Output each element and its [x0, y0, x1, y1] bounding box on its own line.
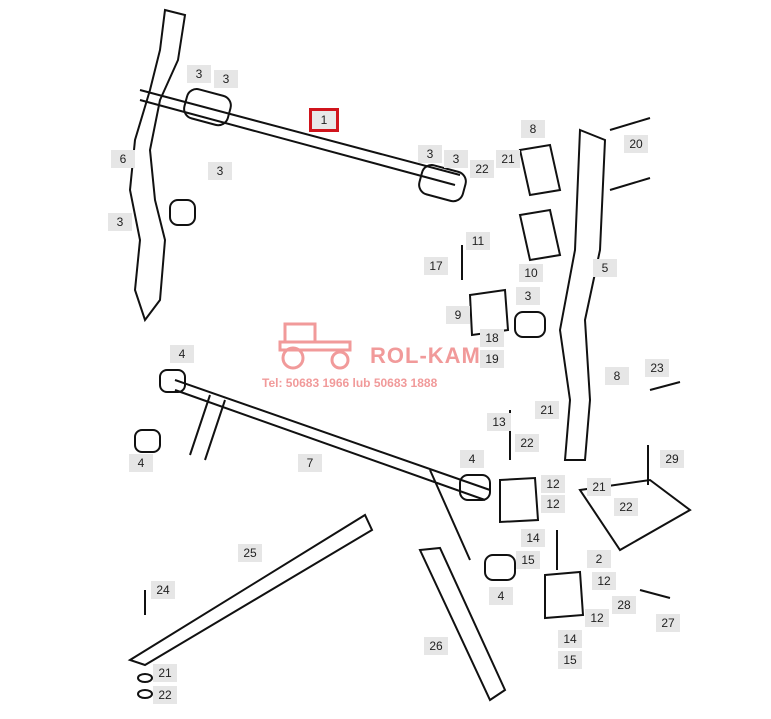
callout-part-22[interactable]: 22 [614, 498, 638, 516]
callout-part-22[interactable]: 22 [515, 434, 539, 452]
support-bar-part [418, 546, 507, 702]
callout-part-24[interactable]: 24 [151, 581, 175, 599]
bracket-part [578, 478, 692, 552]
callout-part-8[interactable]: 8 [605, 367, 629, 385]
callout-part-6[interactable]: 6 [111, 150, 135, 168]
callout-part-15[interactable]: 15 [558, 651, 582, 669]
callout-part-12[interactable]: 12 [585, 609, 609, 627]
bushing-part [134, 429, 161, 453]
callout-part-26[interactable]: 26 [424, 637, 448, 655]
callout-part-23[interactable]: 23 [645, 359, 669, 377]
clamp-lower-part [518, 208, 562, 262]
callout-part-21[interactable]: 21 [496, 150, 520, 168]
callout-part-28[interactable]: 28 [612, 596, 636, 614]
callout-part-4[interactable]: 4 [489, 587, 513, 605]
nut-part [137, 689, 153, 699]
callout-part-12[interactable]: 12 [541, 475, 565, 493]
nut-part [137, 673, 153, 683]
callout-part-4[interactable]: 4 [170, 345, 194, 363]
callout-part-3[interactable]: 3 [208, 162, 232, 180]
bushing-part [418, 164, 467, 203]
bolt-part [509, 381, 681, 599]
callout-part-12[interactable]: 12 [541, 495, 565, 513]
callout-part-3[interactable]: 3 [418, 145, 442, 163]
clamp-part [499, 476, 585, 620]
callout-part-10[interactable]: 10 [519, 264, 543, 282]
watermark-brand: ROL-KAM [370, 343, 481, 368]
callout-part-1[interactable]: 1 [309, 108, 339, 132]
lower-bar-part [174, 379, 491, 561]
callout-part-17[interactable]: 17 [424, 257, 448, 275]
support-bar-part [127, 513, 374, 667]
callout-part-27[interactable]: 27 [656, 614, 680, 632]
callout-part-22[interactable]: 22 [153, 686, 177, 704]
callout-part-9[interactable]: 9 [446, 306, 470, 324]
callout-part-18[interactable]: 18 [480, 329, 504, 347]
right-arm-part [558, 128, 607, 461]
bushing-part [169, 199, 196, 226]
left-arm-part [128, 8, 187, 323]
callout-part-3[interactable]: 3 [516, 287, 540, 305]
clamp-upper-part [518, 143, 562, 197]
callout-part-5[interactable]: 5 [593, 259, 617, 277]
callout-part-22[interactable]: 22 [470, 160, 494, 178]
callout-part-12[interactable]: 12 [592, 572, 616, 590]
callout-part-21[interactable]: 21 [535, 401, 559, 419]
callout-part-3[interactable]: 3 [108, 213, 132, 231]
callout-part-7[interactable]: 7 [298, 454, 322, 472]
callout-part-25[interactable]: 25 [238, 544, 262, 562]
callout-part-19[interactable]: 19 [480, 350, 504, 368]
callout-part-13[interactable]: 13 [487, 413, 511, 431]
callout-part-14[interactable]: 14 [558, 630, 582, 648]
callout-part-29[interactable]: 29 [660, 450, 684, 468]
callout-part-21[interactable]: 21 [153, 664, 177, 682]
watermark-phone: Tel: 50683 1966 lub 50683 1888 [262, 376, 438, 390]
tractor-logo [275, 320, 360, 375]
callout-part-4[interactable]: 4 [129, 454, 153, 472]
callout-part-21[interactable]: 21 [587, 478, 611, 496]
bushing-part [484, 554, 516, 581]
callout-part-2[interactable]: 2 [587, 550, 611, 568]
bolt-part [609, 117, 651, 191]
tractor-icon [278, 322, 352, 370]
bushing-part [159, 369, 186, 393]
clamp-part [468, 288, 510, 337]
callout-part-15[interactable]: 15 [516, 551, 540, 569]
callout-part-3[interactable]: 3 [187, 65, 211, 83]
stabilizer-bar-part [139, 89, 461, 186]
bushing-part [459, 474, 491, 501]
callout-part-3[interactable]: 3 [444, 150, 468, 168]
bushing-part [183, 88, 232, 127]
callout-part-8[interactable]: 8 [521, 120, 545, 138]
callout-part-20[interactable]: 20 [624, 135, 648, 153]
callout-part-3[interactable]: 3 [214, 70, 238, 88]
callout-part-11[interactable]: 11 [466, 232, 490, 250]
bushing-part [514, 311, 546, 338]
callout-part-4[interactable]: 4 [460, 450, 484, 468]
callout-part-14[interactable]: 14 [521, 529, 545, 547]
